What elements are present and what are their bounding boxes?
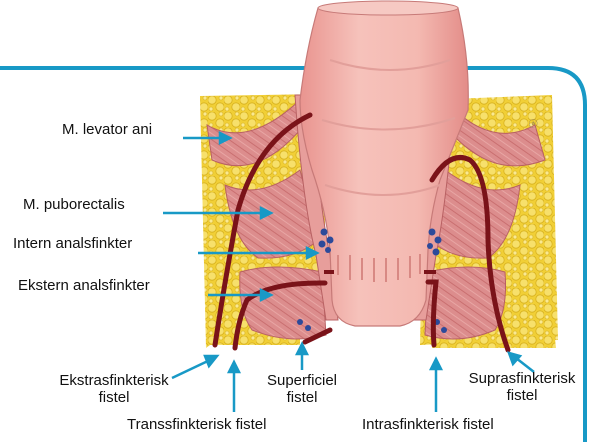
label-internal-sphincter: Intern analsfinkter: [13, 235, 132, 252]
label-external-sphincter: Ekstern analsfinkter: [18, 277, 150, 294]
label-extrasphincteric-fistula: Ekstrasfinkterisk fistel: [36, 372, 192, 406]
label-suprasphincteric-fistula: Suprasfinkterisk fistel: [448, 370, 596, 404]
label-puborectalis: M. puborectalis: [23, 196, 125, 213]
label-superficial-fistula: Superficiel fistel: [254, 372, 350, 406]
label-levator-ani: M. levator ani: [62, 121, 152, 138]
label-suprasphincteric-line2: fistel: [448, 387, 596, 404]
label-intrasphincteric-fistula: Intrasfinkterisk fistel: [362, 416, 494, 433]
label-extrasphincteric-line1: Ekstrasfinkterisk: [36, 372, 192, 389]
label-extrasphincteric-line2: fistel: [36, 389, 192, 406]
label-transsphincteric-fistula: Transsfinkterisk fistel: [127, 416, 266, 433]
label-superficial-line1: Superficiel: [254, 372, 350, 389]
label-superficial-line2: fistel: [254, 389, 350, 406]
label-suprasphincteric-line1: Suprasfinkterisk: [448, 370, 596, 387]
